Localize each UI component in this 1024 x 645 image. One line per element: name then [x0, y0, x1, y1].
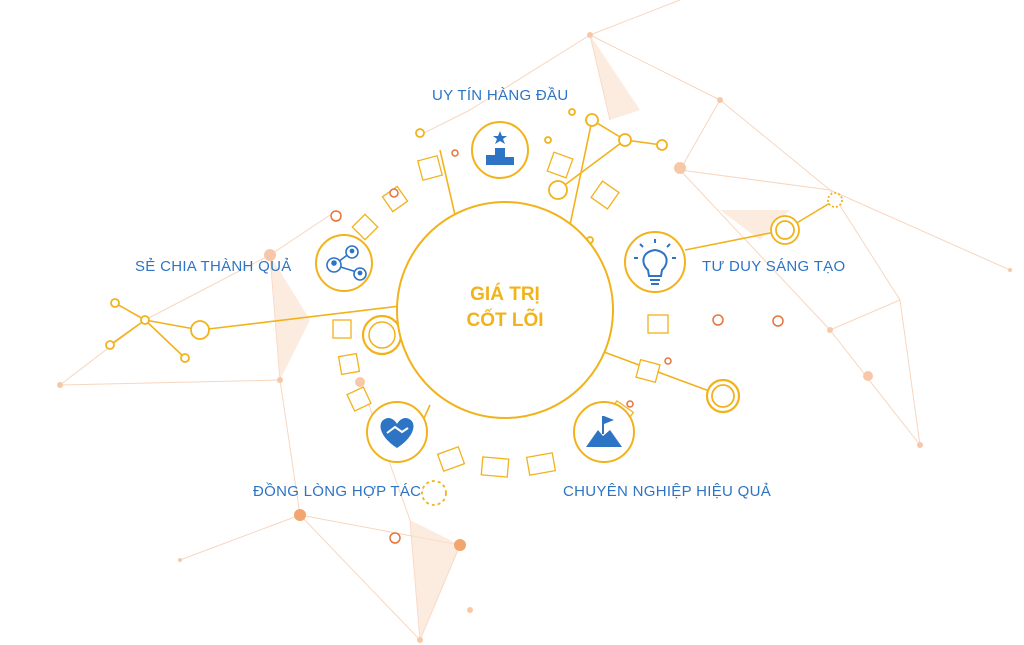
square-ring: [332, 151, 669, 478]
value-label-dong-long: ĐỒNG LÒNG HỢP TÁC: [253, 483, 422, 500]
value-node-dong-long: [366, 401, 428, 463]
background-nodes: [57, 32, 1012, 643]
value-label-uy-tin: UY TÍN HÀNG ĐẦU: [432, 87, 569, 104]
podium-star-icon: [486, 131, 514, 165]
center-title-line2: CỐT LÕI: [466, 310, 544, 331]
value-node-se-chia: [315, 234, 373, 292]
lightbulb-icon: [634, 239, 676, 285]
center-title-line1: GIÁ TRỊ: [470, 284, 540, 305]
people-network-icon: [326, 245, 367, 281]
center-circle: [396, 201, 614, 419]
value-node-uy-tin: [471, 121, 529, 179]
orange-dots: [330, 149, 784, 544]
value-label-tu-duy: TƯ DUY SÁNG TẠO: [702, 258, 846, 275]
center-title: GIÁ TRỊ CỐT LÕI: [400, 282, 610, 334]
handshake-heart-icon: [380, 418, 414, 448]
mountain-flag-icon: [586, 416, 622, 447]
decorative-circles: [105, 108, 843, 506]
value-label-chuyen-nghiep: CHUYÊN NGHIỆP HIỆU QUẢ: [563, 483, 772, 500]
background-triangles: [270, 35, 790, 640]
value-label-se-chia: SẺ CHIA THÀNH QUẢ: [135, 258, 292, 275]
value-node-chuyen-nghiep: [573, 401, 635, 463]
value-node-tu-duy: [624, 231, 686, 293]
